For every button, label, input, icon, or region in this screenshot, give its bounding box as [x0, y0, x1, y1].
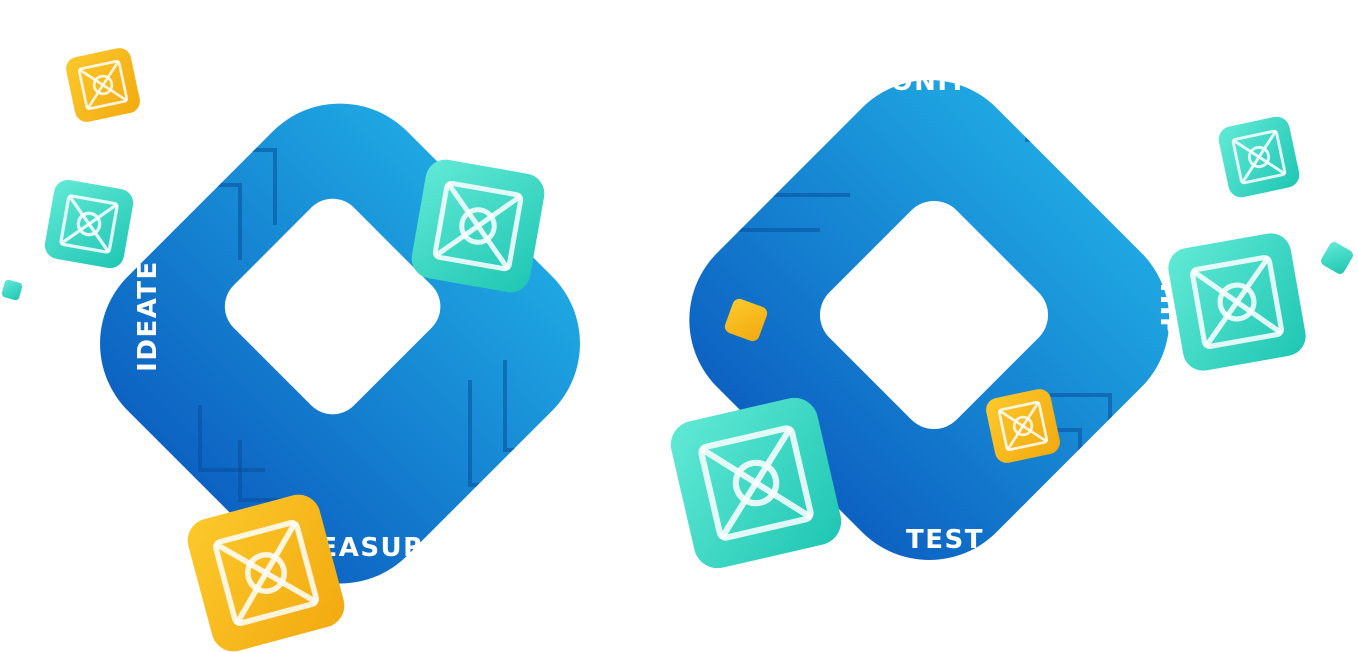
stage-label-ideate: IDEATE: [133, 260, 163, 372]
jira-logo-icon: [986, 389, 1060, 463]
jira-logo-icon: [724, 298, 768, 342]
stage-label-test: TEST: [906, 525, 984, 555]
stage-label-monitor: MONITOR: [863, 67, 1013, 97]
jira-logo-icon: [1218, 116, 1300, 198]
decor-square: [1, 279, 23, 301]
left-loop-hole: [224, 198, 441, 415]
jira-logo-icon: [66, 48, 140, 122]
floating-tiles: [1, 48, 1353, 652]
decor-square: [1321, 242, 1353, 274]
stage-label-build: BUILD: [320, 75, 416, 105]
right-loop-hole: [819, 200, 1049, 430]
jira-logo-icon: [411, 159, 545, 293]
jira-logo-icon: [1168, 233, 1306, 371]
jira-logo-icon: [187, 494, 345, 652]
jira-logo-icon: [670, 397, 842, 569]
jira-logo-icon: [44, 179, 134, 269]
